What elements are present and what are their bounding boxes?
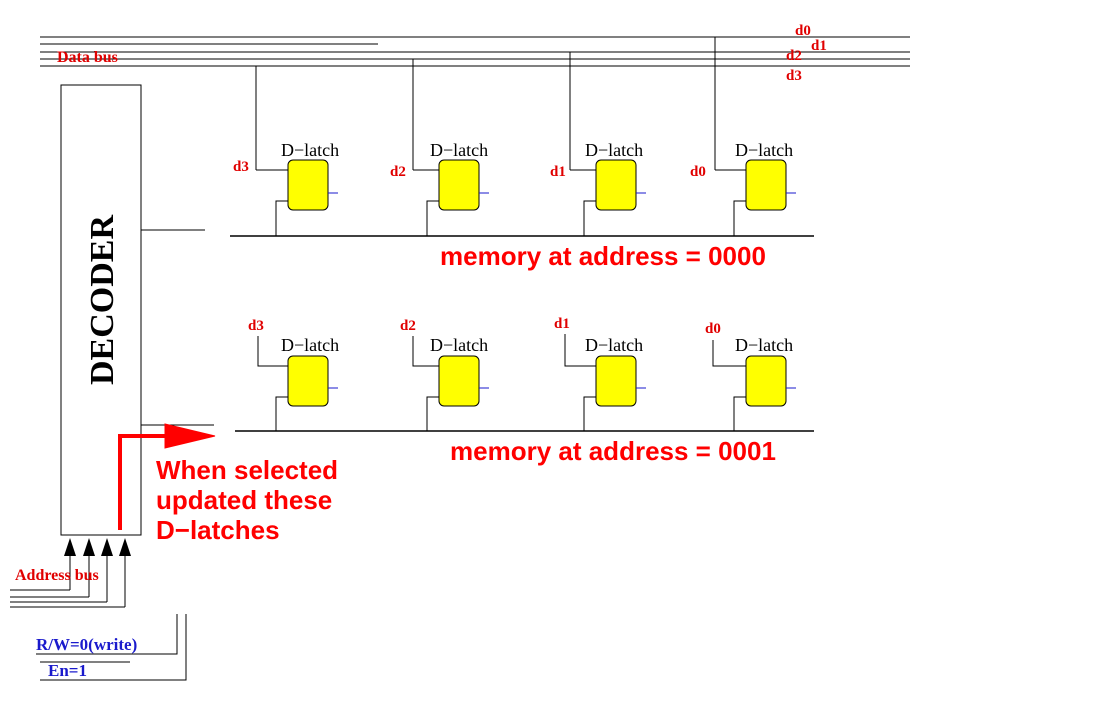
annotation-line-3: D−latches: [156, 515, 280, 545]
latch-d0: D−latch d0: [705, 321, 796, 431]
latch-box: [745, 355, 787, 407]
latch-title: D−latch: [585, 335, 643, 355]
latch-input-label: d2: [390, 164, 406, 180]
latch-box: [438, 159, 480, 211]
latch-box: [595, 355, 637, 407]
data-bus-label: Data bus: [57, 49, 118, 66]
decoder-box: [60, 84, 142, 536]
data-bus: [40, 36, 910, 67]
rw-control-label: R/W=0(write): [36, 635, 137, 654]
decoder-label: DECODER: [84, 215, 121, 385]
latch-title: D−latch: [585, 140, 643, 160]
address-arrow: [101, 538, 113, 556]
enable-control-label: En=1: [48, 661, 87, 680]
address-bus-arrows: [64, 538, 131, 556]
latch-title: D−latch: [430, 335, 488, 355]
latch-input-label: d3: [233, 159, 249, 175]
latch-d1: D−latch d1: [554, 316, 646, 431]
latch-input-label: d0: [690, 164, 706, 180]
latch-title: D−latch: [281, 335, 339, 355]
latch-d3: D−latch d3: [233, 140, 339, 236]
address-bus-label: Address bus: [15, 567, 99, 584]
latch-d0: D−latch d0: [690, 140, 796, 236]
latch-d3: D−latch d3: [248, 318, 339, 431]
selection-arrow: [118, 423, 216, 530]
latch-d2: D−latch d2: [390, 140, 489, 236]
control-lines: [36, 614, 187, 681]
bus-line-label-d0: d0: [795, 23, 811, 39]
latch-title: D−latch: [735, 335, 793, 355]
latch-box: [745, 159, 787, 211]
latch-input-label: d2: [400, 318, 416, 334]
latch-box: [287, 159, 329, 211]
annotation-line-2: updated these: [156, 485, 332, 515]
latch-input-label: d0: [705, 321, 721, 337]
latch-input-label: d3: [248, 318, 264, 334]
latch-box: [438, 355, 480, 407]
latch-box: [595, 159, 637, 211]
memory-row-0000: D−latch d3 D−latch d2 D−latch d1: [230, 140, 814, 271]
address-arrow: [83, 538, 95, 556]
address-arrow: [64, 538, 76, 556]
latch-d1: D−latch d1: [550, 140, 646, 236]
bus-line-label-d1: d1: [811, 38, 827, 54]
bus-taps: [255, 37, 716, 148]
bus-line-label-d3: d3: [786, 68, 802, 84]
address-arrow: [119, 538, 131, 556]
row-caption: memory at address = 0000: [440, 241, 766, 271]
bus-line-label-d2: d2: [786, 48, 802, 64]
latch-box: [287, 355, 329, 407]
annotation-line-1: When selected: [156, 455, 338, 485]
latch-d2: D−latch d2: [400, 318, 489, 431]
latch-title: D−latch: [735, 140, 793, 160]
latch-input-label: d1: [554, 316, 570, 332]
memory-row-0001: D−latch d3 D−latch d2 D−latch d1 D−latch…: [235, 316, 814, 466]
latch-title: D−latch: [430, 140, 488, 160]
latch-input-label: d1: [550, 164, 566, 180]
latch-title: D−latch: [281, 140, 339, 160]
row-caption: memory at address = 0001: [450, 436, 776, 466]
